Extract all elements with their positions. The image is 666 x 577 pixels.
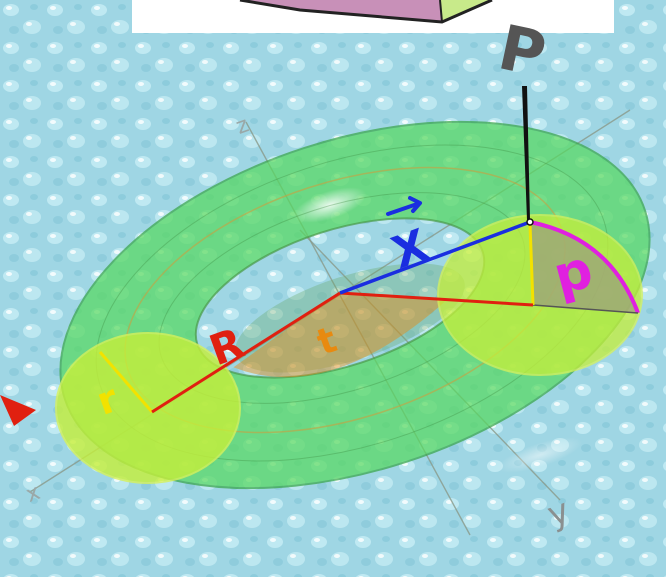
angle-p-arc xyxy=(529,220,640,314)
vector-x-line xyxy=(339,220,531,295)
torus-glow xyxy=(293,187,367,223)
torus-hole-shade xyxy=(235,263,465,373)
angle-p-base xyxy=(532,304,639,314)
box-edge-vertical xyxy=(439,0,443,23)
torus-glow-lower xyxy=(497,437,583,473)
vector-x-arrow-icon xyxy=(386,196,422,216)
angle-t-sector xyxy=(233,291,449,378)
major-radius-right xyxy=(339,291,534,307)
minor-radius-right xyxy=(528,223,535,306)
minor-radius-left xyxy=(98,351,154,413)
x-axis-arrow xyxy=(0,395,36,426)
box-edge xyxy=(239,0,493,24)
point-p-pointer xyxy=(522,86,530,220)
point-p-marker xyxy=(526,218,534,226)
angle-p-sector xyxy=(530,222,638,313)
major-radius-left xyxy=(151,291,341,414)
